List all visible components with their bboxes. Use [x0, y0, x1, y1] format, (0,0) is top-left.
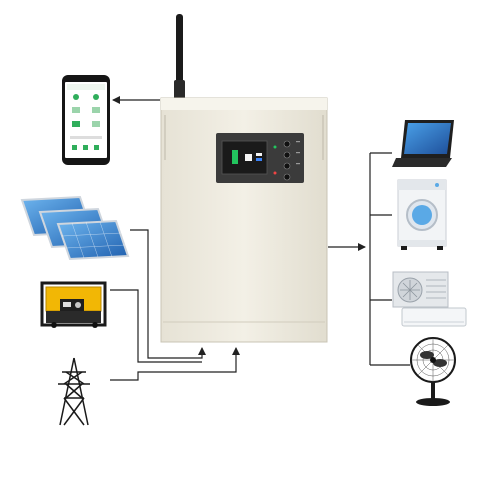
air-conditioner-icon	[392, 271, 467, 327]
grid-line	[110, 347, 240, 381]
button-up	[283, 140, 291, 148]
control-panel	[216, 133, 304, 183]
solar-line	[130, 229, 206, 359]
power-pylon-icon	[58, 357, 90, 426]
solar-inverter-icon	[160, 97, 328, 343]
connection-lines	[110, 96, 410, 381]
button-enter	[283, 162, 291, 170]
fan-icon	[410, 337, 456, 406]
generator-icon	[40, 281, 107, 328]
generator-line	[110, 289, 202, 363]
button-esc	[283, 173, 291, 181]
washing-machine-icon	[397, 179, 447, 250]
antenna-icon	[174, 14, 185, 100]
lcd-display	[221, 140, 268, 175]
smartphone-icon	[62, 75, 110, 165]
solar-panel-icon	[20, 195, 130, 261]
button-down	[283, 151, 291, 159]
laptop-icon	[392, 120, 454, 167]
